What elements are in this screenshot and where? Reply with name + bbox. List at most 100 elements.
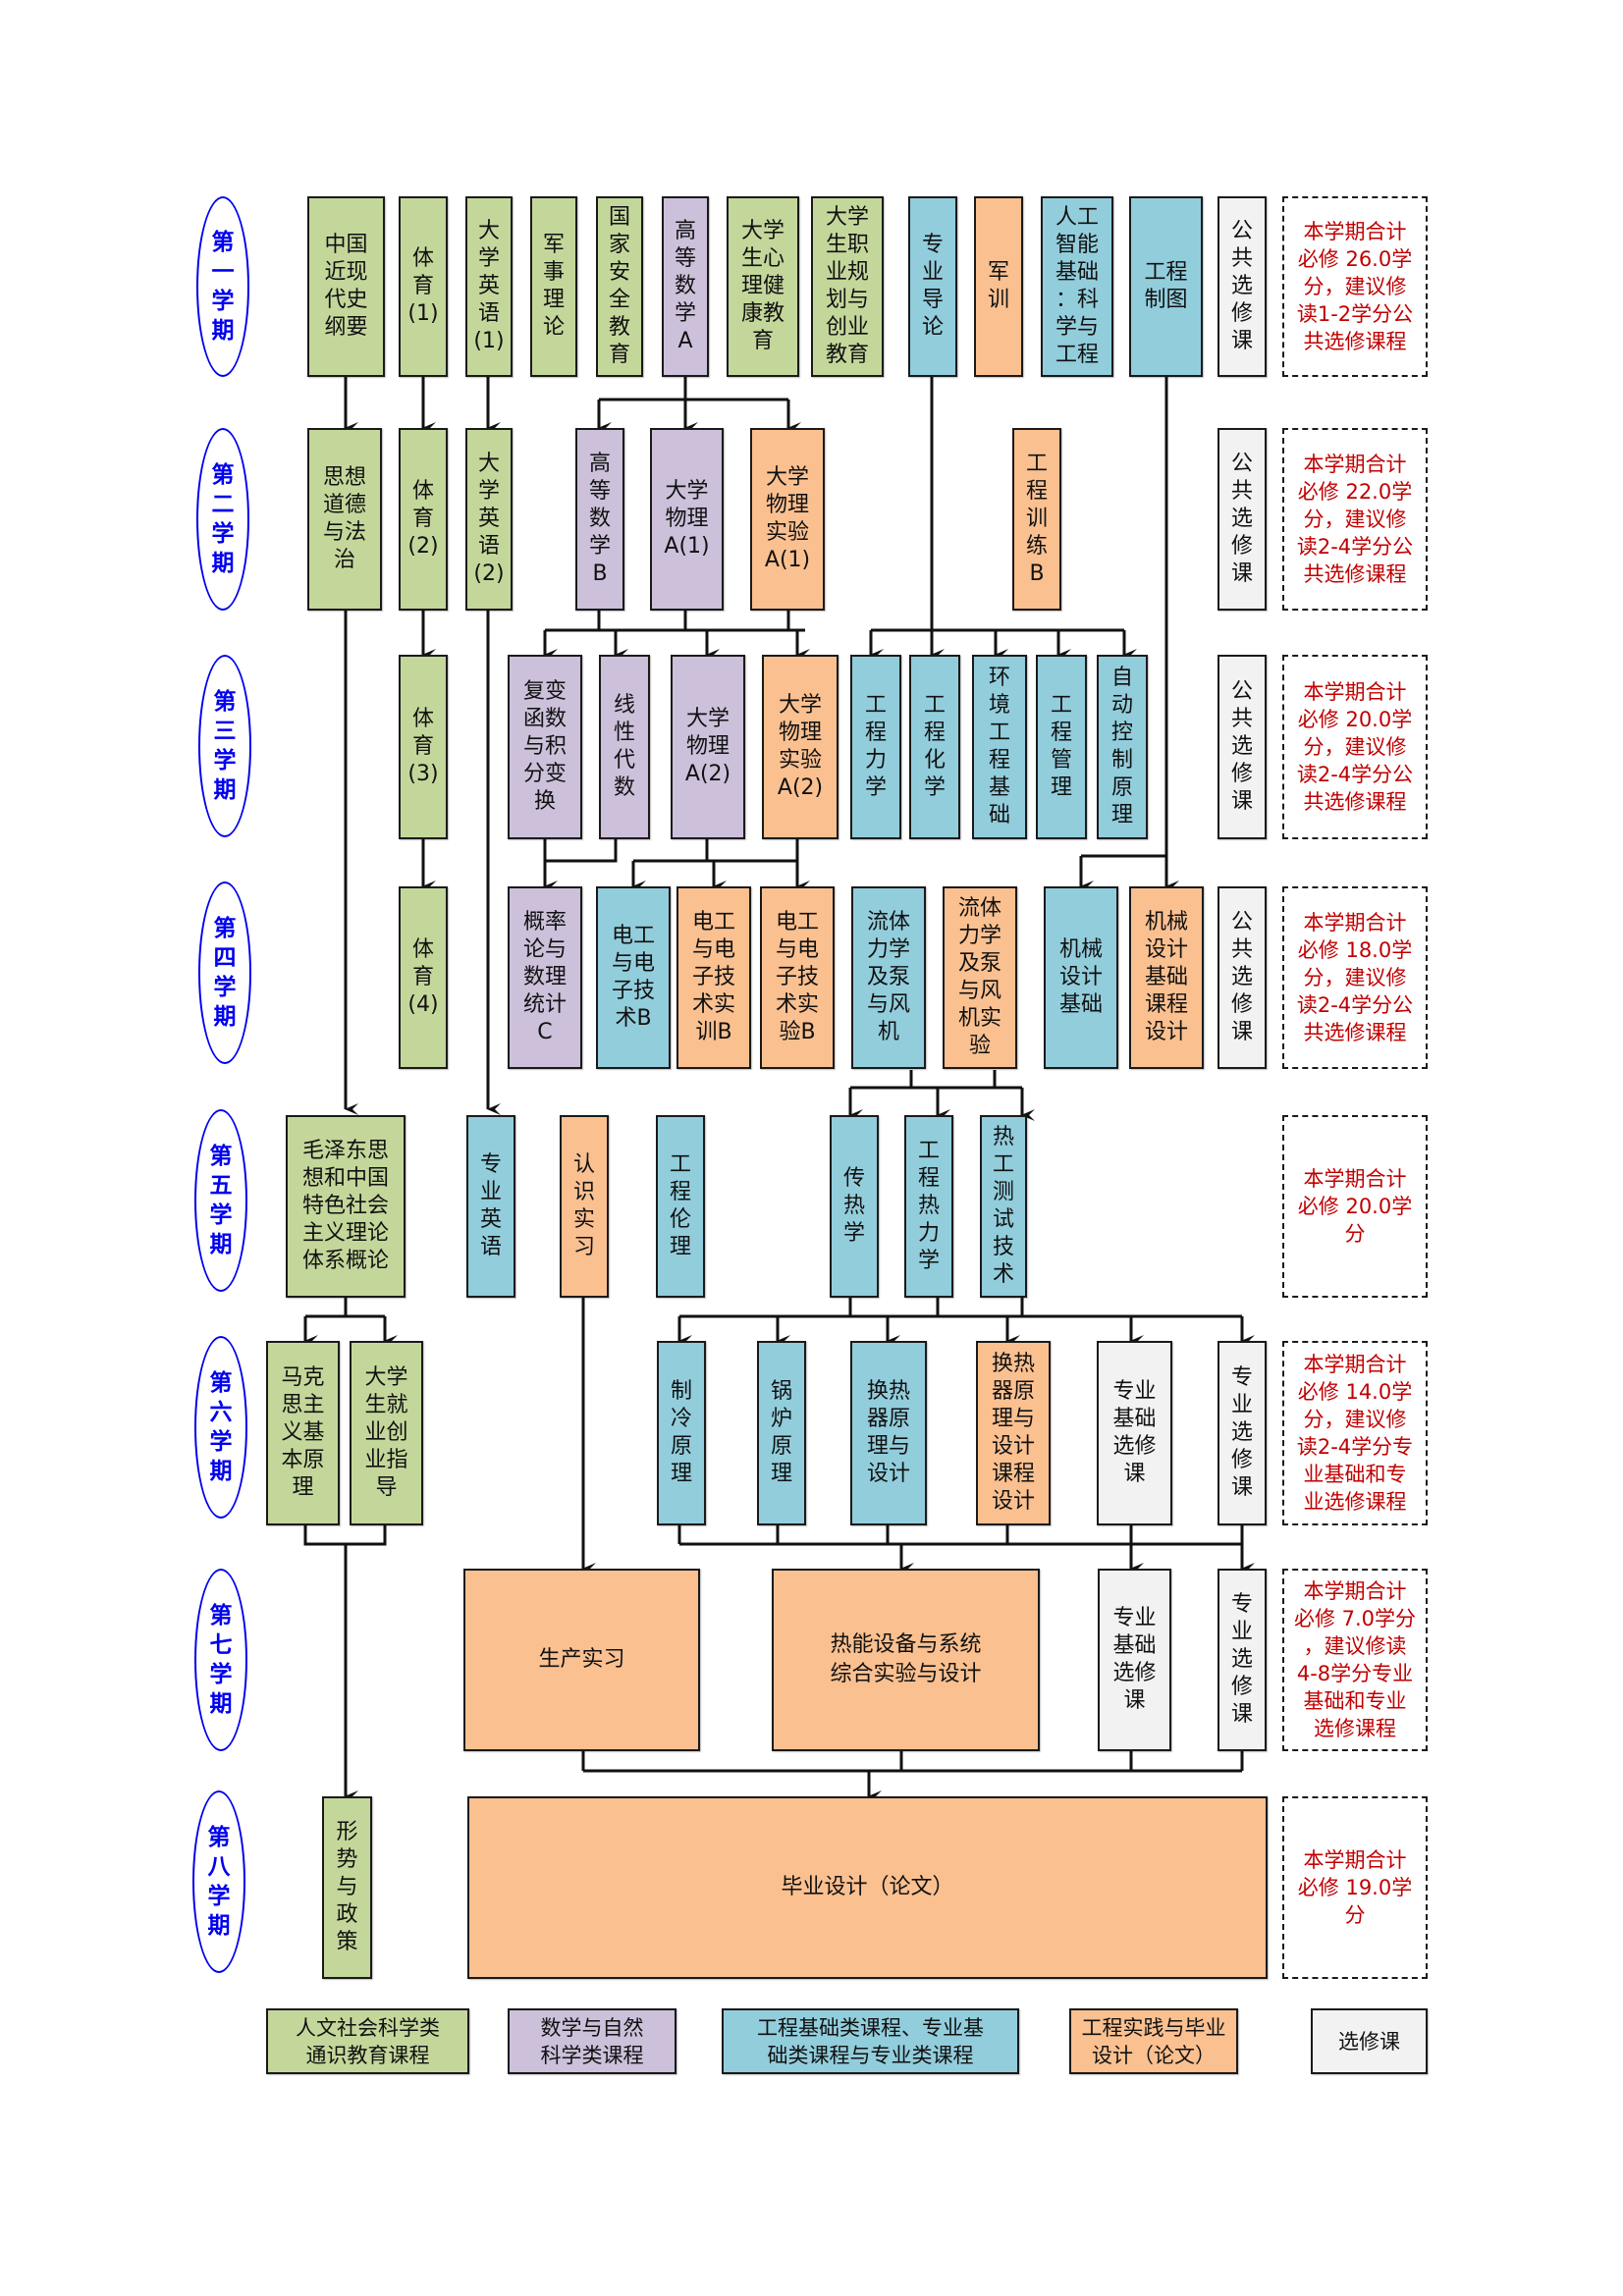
course-label: 马克 思主 义基 本原 理: [281, 1365, 325, 1500]
semester-label-4: 第四学期: [198, 881, 251, 1064]
course-box[interactable]: 工 程 热 力 学: [904, 1115, 953, 1298]
elective-box[interactable]: 专 业 选 修 课: [1217, 1341, 1267, 1525]
course-box[interactable]: 形 势 与 政 策: [322, 1796, 372, 1979]
summary-text: 本学期合计 必修 22.0学 分，建议修 读2-4学分公 共选修课程: [1296, 453, 1414, 586]
elective-box[interactable]: 公 共 选 修 课: [1217, 655, 1267, 839]
course-box[interactable]: 体 育 (1): [399, 196, 448, 377]
course-box[interactable]: 大学 生心 理健 康教 育: [727, 196, 799, 377]
course-label: 制 冷 原 理: [670, 1379, 692, 1486]
course-box[interactable]: 机械 设计 基础 课程 设计: [1129, 886, 1204, 1069]
elective-box[interactable]: 专业 基础 选修 课: [1098, 1569, 1171, 1751]
course-label: 大 学 英 语 (1): [473, 219, 505, 353]
elective-box[interactable]: 专业 基础 选修 课: [1097, 1341, 1172, 1525]
semester-label-1: 第一学期: [196, 196, 249, 377]
course-box[interactable]: 思想 道德 与法 治: [307, 428, 382, 611]
course-box[interactable]: 体 育 (4): [399, 886, 448, 1069]
course-box[interactable]: 专 业 导 论: [908, 196, 957, 377]
course-box[interactable]: 毛泽东思 想和中国 特色社会 主义理论 体系概论: [286, 1115, 406, 1298]
course-box[interactable]: 大学 物理 实验 A(2): [762, 655, 839, 839]
course-box[interactable]: 军 事 理 论: [530, 196, 577, 377]
course-box[interactable]: 工 程 管 理: [1036, 655, 1087, 839]
course-label: 大学 物理 A(1): [664, 479, 710, 559]
course-label: 公 共 选 修 课: [1230, 910, 1253, 1044]
course-box[interactable]: 大 学 英 语 (2): [465, 428, 513, 611]
course-box[interactable]: 线 性 代 数: [599, 655, 650, 839]
course-box[interactable]: 环 境 工 程 基 础: [972, 655, 1027, 839]
course-box[interactable]: 换热 器原 理与 设计 课程 设计: [976, 1341, 1051, 1525]
course-box[interactable]: 换热 器原 理与 设计: [850, 1341, 927, 1525]
course-box[interactable]: 马克 思主 义基 本原 理: [266, 1341, 340, 1525]
course-label: 公 共 选 修 课: [1230, 219, 1253, 353]
course-label: 生产实习: [538, 1647, 625, 1672]
elective-box[interactable]: 公 共 选 修 课: [1217, 428, 1267, 611]
course-box[interactable]: 大学 物理 实验 A(1): [750, 428, 825, 611]
course-box[interactable]: 专 业 英 语: [466, 1115, 515, 1298]
course-box[interactable]: 中国 近现 代史 纲要: [307, 196, 385, 377]
course-label: 复变 函数 与积 分变 换: [522, 679, 567, 814]
course-label: 国 家 安 全 教 育: [608, 205, 630, 367]
legend-label: 工程基础类课程、专业基 础类课程与专业类课程: [757, 2015, 984, 2067]
legend-label: 人文社会科学类 通识教育课程: [296, 2015, 440, 2067]
course-box[interactable]: 高 等 数 学 A: [662, 196, 709, 377]
course-box[interactable]: 电工 与电 子技 术实 验B: [760, 886, 835, 1069]
course-box[interactable]: 传 热 学: [830, 1115, 879, 1298]
legend-label: 数学与自然 科学类课程: [540, 2015, 644, 2067]
course-box[interactable]: 热能设备与系统 综合实验与设计: [772, 1569, 1040, 1751]
course-box[interactable]: 工 程 化 学: [909, 655, 960, 839]
course-box[interactable]: 体 育 (3): [399, 655, 448, 839]
course-label: 思想 道德 与法 治: [322, 465, 366, 572]
course-box[interactable]: 自 动 控 制 原 理: [1097, 655, 1148, 839]
course-box[interactable]: 工 程 伦 理: [656, 1115, 705, 1298]
course-box[interactable]: 工 程 力 学: [850, 655, 901, 839]
course-box[interactable]: 体 育 (2): [399, 428, 448, 611]
elective-box[interactable]: 公 共 选 修 课: [1217, 196, 1267, 377]
course-box[interactable]: 概率 论与 数理 统计 C: [508, 886, 582, 1069]
semester-label-text: 第七学期: [209, 1603, 233, 1717]
course-box[interactable]: 高 等 数 学 B: [575, 428, 624, 611]
course-label: 大学 物理 实验 A(1): [764, 465, 811, 572]
course-box[interactable]: 复变 函数 与积 分变 换: [508, 655, 582, 839]
course-box[interactable]: 人工 智能 基础 ：科 学与 工程: [1041, 196, 1113, 377]
course-box[interactable]: 毕业设计（论文）: [467, 1796, 1268, 1979]
course-box[interactable]: 锅 炉 原 理: [757, 1341, 806, 1525]
semester-summary-2: 本学期合计 必修 22.0学 分，建议修 读2-4学分公 共选修课程: [1282, 428, 1428, 611]
course-box[interactable]: 国 家 安 全 教 育: [596, 196, 643, 377]
course-label: 专 业 英 语: [479, 1152, 502, 1259]
course-label: 体 育 (1): [407, 246, 439, 326]
course-box[interactable]: 工 程 训 练 B: [1012, 428, 1061, 611]
course-box[interactable]: 大学 物理 A(1): [650, 428, 724, 611]
course-label: 形 势 与 政 策: [336, 1820, 358, 1954]
course-box[interactable]: 大学 生就 业创 业指 导: [350, 1341, 423, 1525]
course-box[interactable]: 流体 力学 及泵 与风 机实 验: [943, 886, 1017, 1069]
course-box[interactable]: 大 学 英 语 (1): [465, 196, 513, 377]
course-box[interactable]: 军 训: [974, 196, 1023, 377]
course-box[interactable]: 流体 力学 及泵 与风 机: [851, 886, 926, 1069]
course-label: 换热 器原 理与 设计: [866, 1379, 910, 1486]
course-box[interactable]: 电工 与电 子技 术B: [596, 886, 671, 1069]
course-label: 专 业 选 修 课: [1230, 1592, 1253, 1727]
course-box[interactable]: 工程 制图: [1129, 196, 1203, 377]
course-box[interactable]: 大学 物理 A(2): [671, 655, 745, 839]
course-label: 工程 制图: [1144, 260, 1188, 312]
course-box[interactable]: 大学 生职 业规 划与 创业 教育: [811, 196, 884, 377]
legend-item-elective: 选修课: [1311, 2008, 1428, 2074]
course-box[interactable]: 生产实习: [463, 1569, 700, 1751]
elective-box[interactable]: 专 业 选 修 课: [1217, 1569, 1267, 1751]
semester-label-text: 第六学期: [209, 1370, 233, 1484]
course-box[interactable]: 制 冷 原 理: [657, 1341, 706, 1525]
course-label: 工 程 伦 理: [669, 1152, 691, 1259]
course-label: 专 业 选 修 课: [1230, 1365, 1253, 1500]
elective-box[interactable]: 公 共 选 修 课: [1217, 886, 1267, 1069]
course-box[interactable]: 热 工 测 试 技 术: [980, 1115, 1027, 1298]
summary-text: 本学期合计 必修 19.0学 分: [1297, 1848, 1413, 1927]
course-box[interactable]: 认 识 实 习: [560, 1115, 609, 1298]
course-box[interactable]: 机械 设计 基础: [1044, 886, 1118, 1069]
legend-item-engineering: 工程基础类课程、专业基 础类课程与专业类课程: [722, 2008, 1019, 2074]
course-label: 专业 基础 选修 课: [1112, 1606, 1157, 1713]
course-label: 大学 物理 实验 A(2): [777, 693, 824, 800]
semester-label-6: 第六学期: [194, 1336, 247, 1519]
course-box[interactable]: 电工 与电 子技 术实 训B: [676, 886, 751, 1069]
course-label: 流体 力学 及泵 与风 机: [866, 910, 910, 1044]
semester-summary-6: 本学期合计 必修 14.0学 分，建议修 读2-4学分专 业基础和专 业选修课程: [1282, 1341, 1428, 1525]
